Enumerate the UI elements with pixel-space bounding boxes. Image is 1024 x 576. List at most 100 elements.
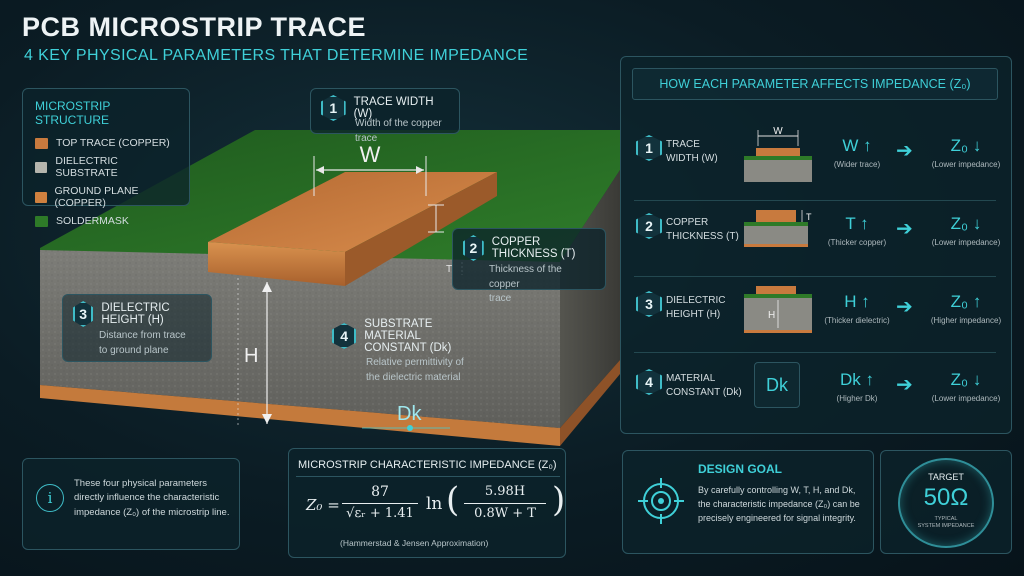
dim-w-label: W <box>360 142 381 167</box>
callout-desc: to ground plane <box>99 344 169 356</box>
svg-text:H: H <box>768 310 775 321</box>
target-value: 50Ω <box>923 484 969 511</box>
row-label: HEIGHT (H) <box>666 309 721 320</box>
callout-label: SUBSTRATE MATERIAL <box>364 318 433 342</box>
result-symbol: Z₀ ↓ <box>950 214 982 233</box>
callout-label: TRACE WIDTH (W) <box>353 96 434 120</box>
param-symbol: Dk ↑ <box>840 370 874 389</box>
row-badge-3: 3 <box>636 291 662 317</box>
callout-label: DIELECTRIC HEIGHT (H) <box>101 302 170 326</box>
row-divider <box>634 276 996 277</box>
result-note: (Lower impedance) <box>931 394 1001 403</box>
legend-item: SOLDERMASK <box>35 215 177 227</box>
inner-denominator: 0.8W + T <box>474 506 536 521</box>
callout-copper-thickness: 2 COPPER THICKNESS (T) Thickness of the c… <box>452 228 606 304</box>
param-note: (Wider trace) <box>833 160 881 169</box>
legend-label: GROUND PLANE (COPPER) <box>54 185 139 209</box>
dim-h-label: H <box>244 345 258 367</box>
design-goal-title: DESIGN GOAL <box>698 462 783 476</box>
legend-panel: MICROSTRIP STRUCTURE TOP TRACE (COPPER) … <box>22 88 190 227</box>
callout-desc: the dielectric material <box>366 371 461 383</box>
row-label: WIDTH (W) <box>666 153 718 164</box>
row-divider <box>634 352 996 353</box>
row-badge-4: 4 <box>636 369 662 395</box>
legend-label: TOP TRACE (COPPER) <box>56 137 170 149</box>
result-note: (Lower impedance) <box>931 238 1001 247</box>
arrow-right-icon: ➔ <box>896 218 913 240</box>
legend-label: SOLDERMASK <box>56 215 129 227</box>
trace-side <box>345 172 497 286</box>
result-symbol: Z₀ ↓ <box>950 370 982 389</box>
formula-ln: ln <box>426 494 443 514</box>
param-symbol: W ↑ <box>842 136 872 155</box>
legend-item: GROUND PLANE (COPPER) <box>35 185 177 209</box>
inner-numerator: 5.98H <box>484 484 526 499</box>
callout-desc: Width of the copper trace <box>355 118 442 144</box>
row-label: COPPER <box>666 217 709 228</box>
trace-front <box>208 242 345 286</box>
legend-title: MICROSTRIP STRUCTURE <box>35 99 111 127</box>
substrate-swatch <box>35 161 48 173</box>
svg-text:W: W <box>773 126 783 137</box>
callout-desc: Thickness of the copper <box>489 264 562 290</box>
effects-panel <box>620 56 1012 434</box>
design-goal-text: By carefully controlling W, T, H, and Dk… <box>698 485 860 523</box>
trace-width-icon: W <box>744 126 812 182</box>
badge-1: 1 <box>321 95 346 121</box>
formula-title: MICROSTRIP CHARACTERISTIC IMPEDANCE (Z₀) <box>298 459 557 471</box>
callout-label: COPPER THICKNESS (T) <box>491 236 576 260</box>
legend-label: DIELECTRIC SUBSTRATE <box>55 155 118 179</box>
callout-trace-width: 1 TRACE WIDTH (W) Width of the copper tra… <box>310 88 460 144</box>
formula-lhs: Z₀ = <box>306 496 340 514</box>
row-label: DIELECTRIC <box>666 295 726 306</box>
row-label: MATERIAL <box>666 373 716 384</box>
callout-desc: Relative permittivity of <box>366 357 464 368</box>
result-symbol: Z₀ ↑ <box>950 292 982 311</box>
dk-label: Dk <box>397 403 422 425</box>
param-note: (Thicker copper) <box>827 238 887 247</box>
material-constant-icon: Dk <box>754 362 800 408</box>
badge-2: 2 <box>463 235 484 261</box>
copper-swatch <box>35 137 48 149</box>
badge-3: 3 <box>73 301 94 327</box>
result-symbol: Z₀ ↓ <box>950 136 982 155</box>
page-subtitle: 4 KEY PHYSICAL PARAMETERS THAT DETERMINE… <box>24 47 529 64</box>
microstrip-diagram: W T H Dk <box>40 130 620 446</box>
formula-numerator: 87 <box>371 484 389 500</box>
design-goal-panel <box>622 450 874 554</box>
badge-4: 4 <box>332 323 357 349</box>
target-ring <box>898 458 994 548</box>
info-icon: i <box>36 484 64 512</box>
page-title: PCB MICROSTRIP TRACE <box>22 12 367 42</box>
legend-item: TOP TRACE (COPPER) <box>35 137 177 149</box>
soldermask-swatch <box>35 215 48 227</box>
result-note: (Lower impedance) <box>931 160 1001 169</box>
formula-divider <box>296 476 560 477</box>
callout-label: CONSTANT (Dk) <box>364 342 452 354</box>
param-symbol: H ↑ <box>844 292 870 311</box>
row-label: TRACE <box>666 139 700 150</box>
svg-text:T: T <box>806 212 812 222</box>
fraction-bar <box>464 503 546 504</box>
arrow-right-icon: ➔ <box>896 374 913 396</box>
copper-thickness-icon: T <box>744 210 812 247</box>
ground-plane <box>40 385 560 446</box>
formula-note: (Hammerstad & Jensen Approximation) <box>340 538 489 548</box>
trace-top <box>208 172 497 252</box>
param-symbol: T ↑ <box>845 214 869 233</box>
target-label: TARGET <box>928 472 964 482</box>
param-note: (Thicker dielectric) <box>824 316 890 325</box>
row-label: THICKNESS (T) <box>666 231 739 242</box>
callout-desc: trace <box>489 293 512 304</box>
ground-swatch <box>35 191 47 203</box>
effects-title: HOW EACH PARAMETER AFFECTS IMPEDANCE (Z₀… <box>632 68 998 100</box>
arrow-right-icon: ➔ <box>896 140 913 162</box>
param-note: (Higher Dk) <box>836 394 878 403</box>
row-label: CONSTANT (Dk) <box>666 387 742 398</box>
paren-right: ) <box>552 480 566 520</box>
formula-denominator: √εᵣ + 1.41 <box>346 506 414 521</box>
